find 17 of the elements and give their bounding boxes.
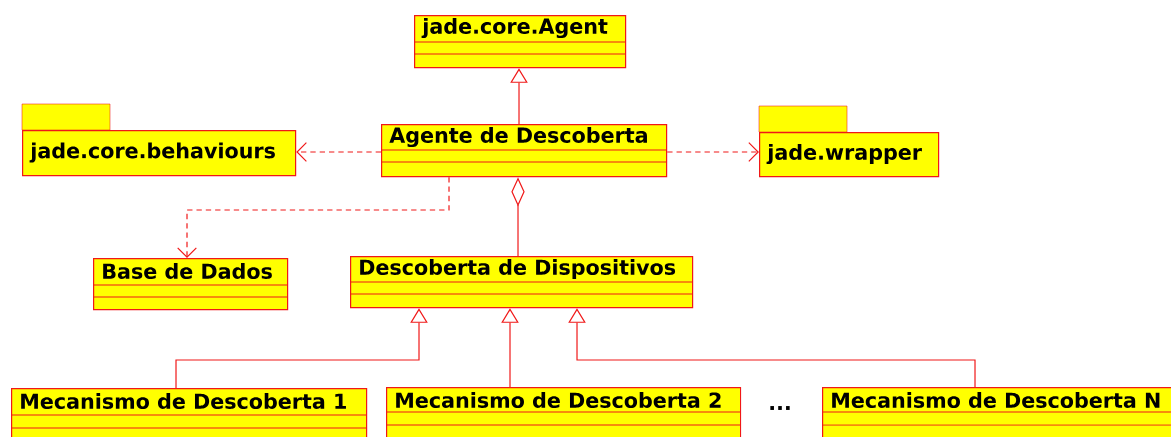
package-box: jade.core.behaviours <box>21 103 297 177</box>
inheritance-arrow <box>568 308 976 388</box>
class-box: jade.core.Agent <box>413 15 627 69</box>
class-box: Mecanismo de Descoberta 1 <box>10 388 368 437</box>
inheritance-arrow <box>510 68 528 125</box>
ellipsis: ... <box>770 406 790 410</box>
class-box: Mecanismo de Descoberta 2 <box>385 387 742 437</box>
dependency-arrow <box>666 142 759 162</box>
class-box: Agente de Descoberta <box>380 124 668 178</box>
inheritance-arrow <box>501 308 519 388</box>
dependency-arrow <box>177 176 450 258</box>
inheritance-arrow <box>175 308 428 389</box>
package-box: jade.wrapper <box>758 105 940 178</box>
dependency-arrow <box>296 142 382 162</box>
class-box: Descoberta de Dispositivos <box>349 256 694 309</box>
class-box: Mecanismo de Descoberta N <box>821 387 1171 437</box>
class-box: Base de Dados <box>92 258 289 311</box>
